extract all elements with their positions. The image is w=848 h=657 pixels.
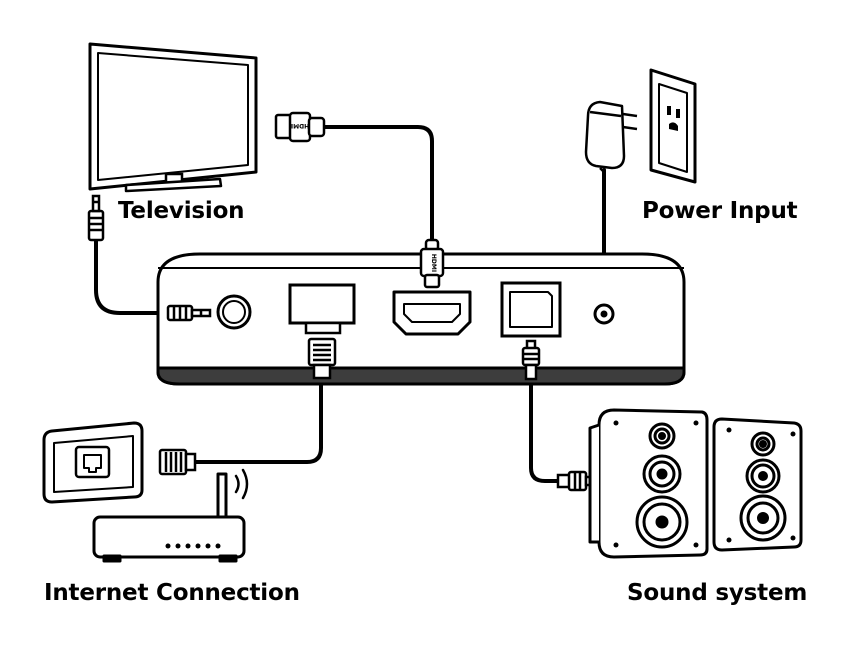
- hdmi-plug-label: HDMI: [291, 122, 309, 129]
- hdmi-port: [392, 290, 472, 336]
- optical-speaker-plug-icon: [556, 470, 595, 492]
- hdmi-vertical-label: HDMI: [430, 254, 437, 272]
- hdmi-plug-icon: HDMI: [274, 111, 326, 143]
- ethernet-cable: [192, 376, 323, 464]
- hdmi-cable: [321, 125, 434, 244]
- optical-cable: [529, 378, 562, 483]
- label-power-input: Power Input: [642, 198, 798, 224]
- audio-cable: [94, 238, 170, 315]
- label-television: Television: [118, 198, 245, 224]
- wifi-signal-icon: [234, 468, 249, 500]
- cables: [94, 125, 606, 483]
- speaker-icon: [712, 417, 803, 552]
- optical-plug-icon: [521, 339, 541, 381]
- audio-port: [216, 294, 252, 330]
- optical-port: [500, 281, 562, 338]
- router-icon: [92, 472, 246, 563]
- television-icon: [88, 42, 258, 193]
- audio-jack-icon: [87, 194, 105, 242]
- label-sound-system: Sound system: [627, 580, 808, 606]
- power-adapter-icon: [584, 100, 638, 173]
- ethernet-plug-icon: [307, 337, 337, 380]
- hdmi-plug-vertical-icon: HDMI: [419, 238, 445, 289]
- ethernet-wall-plug-icon: [158, 448, 197, 476]
- audio-plug-side-icon: [166, 304, 212, 322]
- ethernet-wall-jack-icon: [42, 421, 144, 504]
- power-port: [593, 303, 615, 325]
- label-internet-connection: Internet Connection: [44, 580, 300, 606]
- speaker-icon: [588, 408, 709, 559]
- wall-outlet-icon: [649, 68, 697, 184]
- ethernet-port: [288, 283, 356, 335]
